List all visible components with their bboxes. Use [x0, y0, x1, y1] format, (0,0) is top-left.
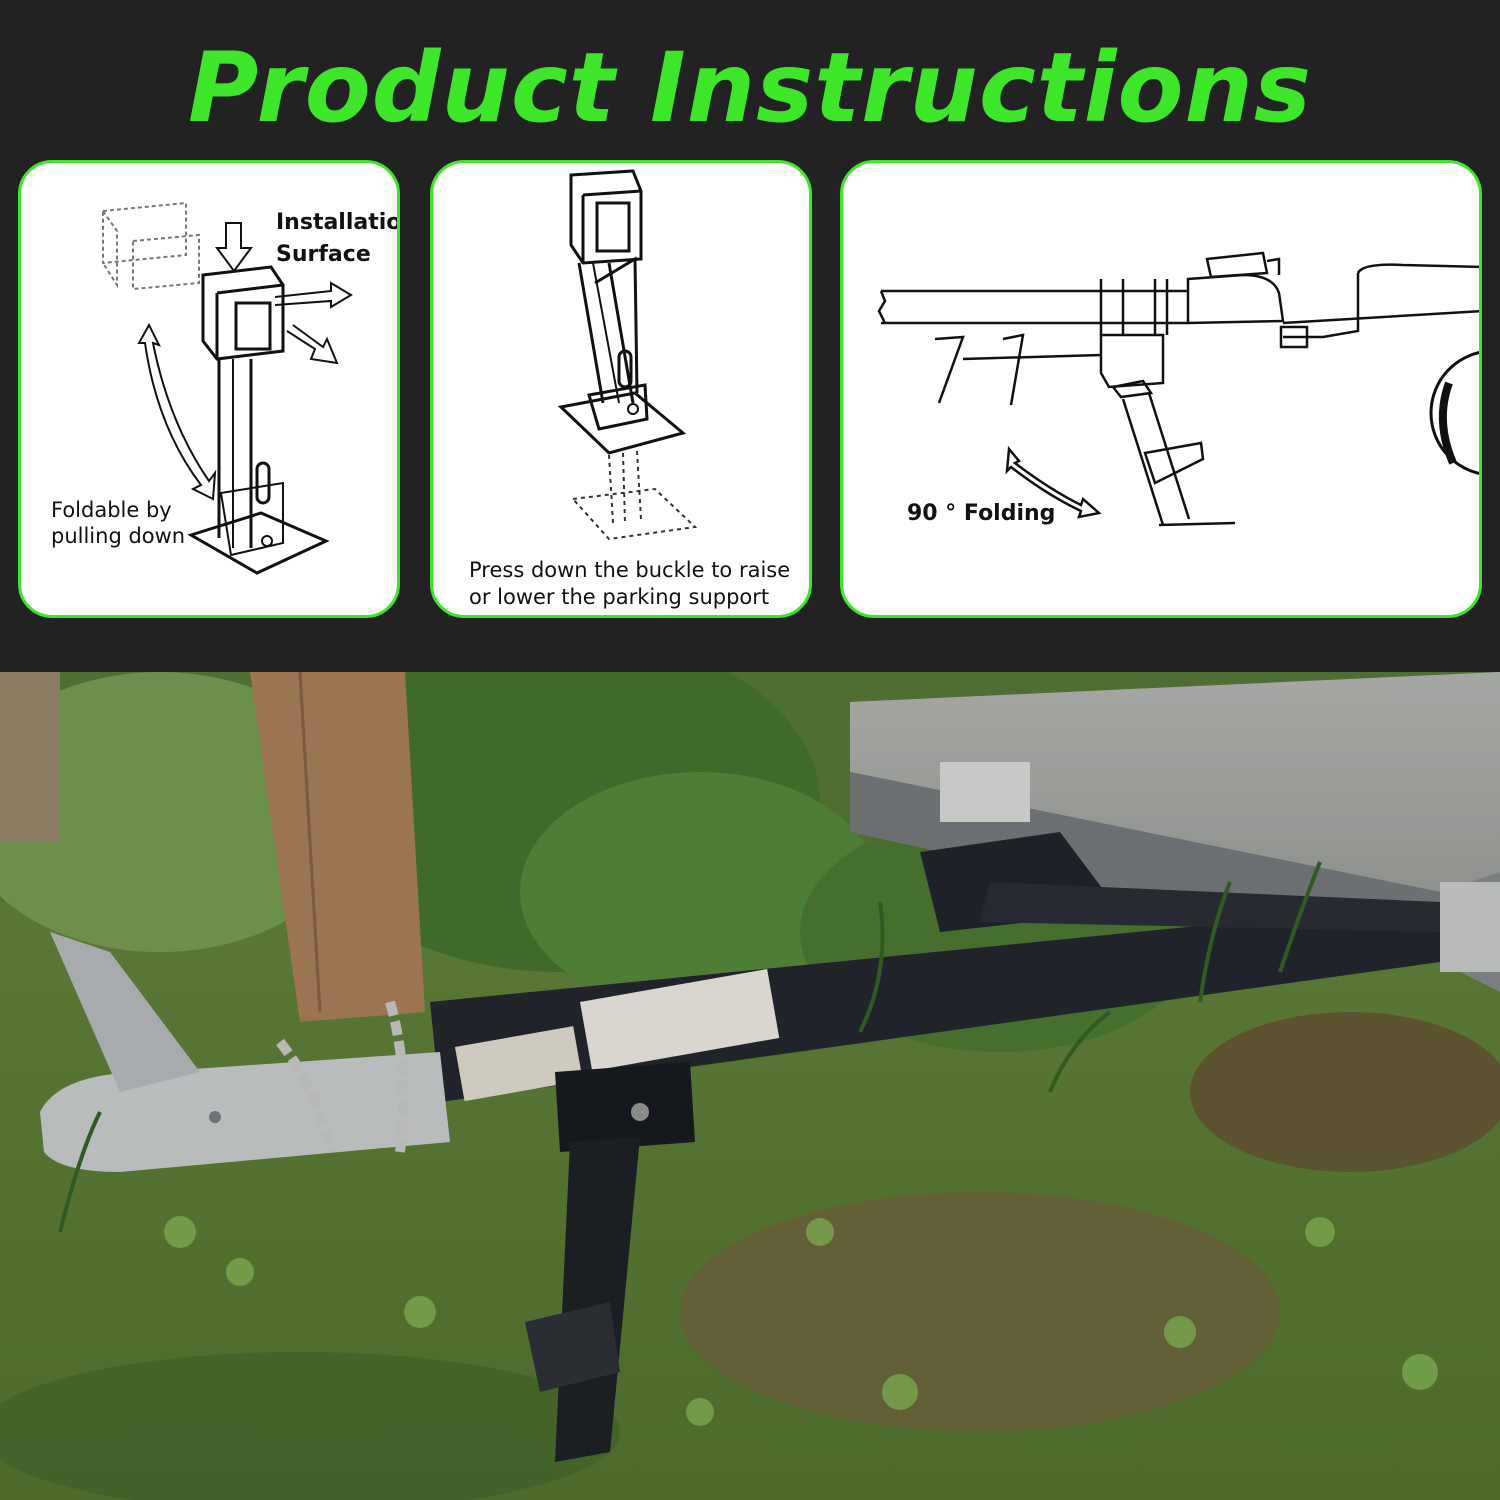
page-title: Product Instructions [188, 32, 1312, 144]
trailer-jack-photo [0, 672, 1500, 1500]
buckle-label-line1: Press down the buckle to raise [469, 558, 791, 582]
jack-buckle-diagram [557, 169, 698, 541]
instruction-panel-buckle: Press down the buckle to raise or lower … [430, 160, 812, 618]
trailer-photo-illustration [0, 672, 1500, 1500]
foldable-label-line1: Foldable by [51, 498, 172, 522]
buckle-label-line2: or lower the parking support [469, 585, 770, 609]
instruction-panel-installation: Installation Surface Foldable by pulling… [18, 160, 400, 618]
installation-label-line2: Surface [276, 242, 371, 267]
instruction-panel-folding: 90 ° Folding [840, 160, 1482, 618]
folding-label: 90 ° Folding [907, 501, 1056, 526]
jack-installation-diagram [102, 201, 353, 575]
foldable-label-line2: pulling down [51, 524, 186, 548]
trailer-folding-diagram [877, 251, 1479, 527]
installation-label-line1: Installation [276, 210, 400, 235]
